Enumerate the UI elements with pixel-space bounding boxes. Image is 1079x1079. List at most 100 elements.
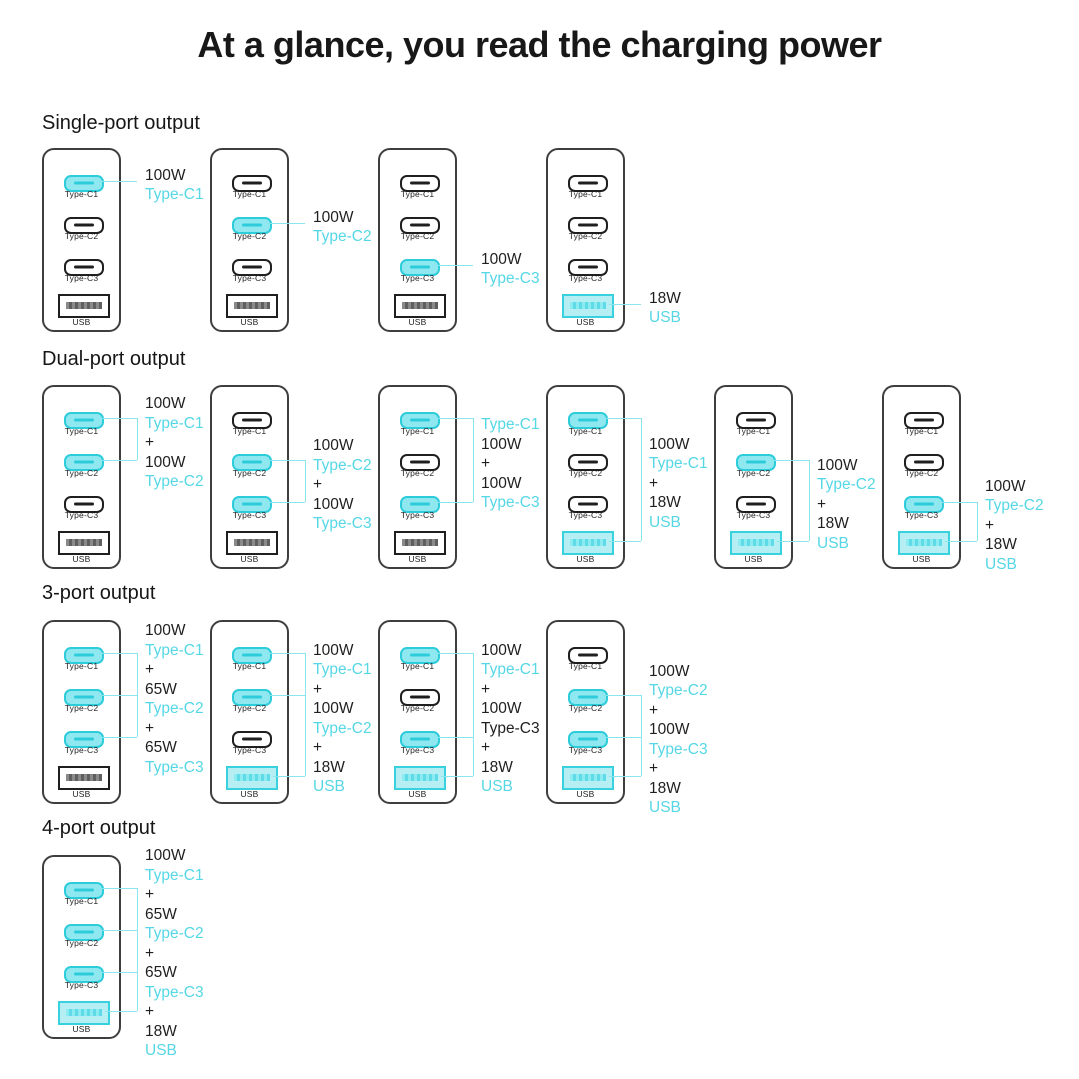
usb-c-icon bbox=[399, 411, 440, 429]
port-label: USB bbox=[72, 789, 91, 799]
usb-c-port-active bbox=[231, 453, 272, 471]
annotation-port-name: Type-C1 bbox=[649, 455, 708, 473]
connector-bracket bbox=[641, 418, 642, 541]
annotation-port-name: Type-C2 bbox=[313, 456, 372, 474]
usb-c-port-active bbox=[231, 216, 272, 234]
usb-c-icon bbox=[735, 411, 776, 429]
usb-c-port-active bbox=[231, 495, 272, 513]
annotation-wattage: 18W bbox=[313, 758, 345, 776]
usb-c-port-active bbox=[63, 730, 104, 748]
port-label: Type-C1 bbox=[400, 189, 435, 199]
usb-c-icon bbox=[63, 881, 104, 899]
port-label: Type-C1 bbox=[568, 661, 603, 671]
usb-c-pin-icon bbox=[73, 223, 94, 227]
usb-a-port bbox=[225, 531, 278, 555]
annotation-wattage: 100W bbox=[145, 453, 186, 471]
usb-c-pin-icon bbox=[577, 737, 598, 741]
annotation-wattage: 100W bbox=[481, 250, 522, 268]
usb-c-icon bbox=[63, 688, 104, 706]
usb-c-pin-icon bbox=[241, 653, 262, 657]
usb-c-pin-icon bbox=[745, 418, 766, 422]
usb-c-pin-icon bbox=[241, 737, 262, 741]
usb-c-port bbox=[567, 453, 608, 471]
connector-line bbox=[99, 736, 137, 738]
port-label: Type-C1 bbox=[232, 189, 267, 199]
usb-c-pin-icon bbox=[73, 418, 94, 422]
port-label: Type-C3 bbox=[64, 510, 99, 520]
usb-c-port bbox=[399, 216, 440, 234]
usb-c-port bbox=[399, 688, 440, 706]
usb-c-port bbox=[567, 258, 608, 276]
usb-c-pin-icon bbox=[73, 265, 94, 269]
usb-a-pin-icon bbox=[905, 539, 942, 546]
annotation-wattage: 100W bbox=[313, 437, 354, 455]
port-label: Type-C3 bbox=[904, 510, 939, 520]
usb-c-pin-icon bbox=[913, 418, 934, 422]
usb-a-pin-icon bbox=[569, 302, 606, 309]
usb-c-icon bbox=[567, 216, 608, 234]
usb-a-icon bbox=[393, 766, 446, 790]
usb-c-pin-icon bbox=[409, 181, 430, 185]
usb-c-port-active bbox=[399, 411, 440, 429]
usb-c-icon bbox=[63, 411, 104, 429]
port-label: USB bbox=[240, 317, 259, 327]
usb-c-pin-icon bbox=[745, 460, 766, 464]
annotation-wattage: + bbox=[145, 719, 155, 737]
usb-c-port bbox=[567, 174, 608, 192]
annotation-wattage: + bbox=[145, 434, 155, 452]
port-label: Type-C1 bbox=[568, 426, 603, 436]
annotation-wattage: + bbox=[145, 1003, 155, 1021]
connector-bracket bbox=[137, 888, 138, 1011]
usb-a-pin-icon bbox=[65, 539, 102, 546]
annotation-port-name: Type-C2 bbox=[313, 719, 372, 737]
usb-c-pin-icon bbox=[577, 223, 598, 227]
usb-a-port-active bbox=[561, 531, 614, 555]
usb-c-port bbox=[231, 258, 272, 276]
usb-a-pin-icon bbox=[65, 302, 102, 309]
annotation-wattage: 18W bbox=[649, 779, 681, 797]
usb-c-pin-icon bbox=[409, 418, 430, 422]
usb-c-icon bbox=[903, 453, 944, 471]
port-label: Type-C2 bbox=[64, 703, 99, 713]
usb-a-icon bbox=[561, 766, 614, 790]
annotation-wattage: + bbox=[481, 739, 491, 756]
connector-line bbox=[273, 775, 305, 777]
port-label: Type-C2 bbox=[568, 231, 603, 241]
annotation-wattage: 100W bbox=[649, 435, 690, 453]
annotation-wattage: 18W bbox=[145, 1022, 177, 1040]
usb-a-port-active bbox=[561, 766, 614, 790]
annotation-wattage: 18W bbox=[985, 536, 1017, 554]
annotation-wattage: 100W bbox=[481, 474, 522, 492]
usb-c-port-active bbox=[63, 646, 104, 664]
connector-line bbox=[609, 775, 641, 777]
usb-a-port-active bbox=[225, 766, 278, 790]
port-label: USB bbox=[240, 789, 259, 799]
usb-c-icon bbox=[63, 495, 104, 513]
annotation-wattage: Type-C3 bbox=[481, 719, 540, 737]
usb-c-icon bbox=[231, 411, 272, 429]
connector-line bbox=[99, 971, 137, 973]
usb-a-pin-icon bbox=[401, 302, 438, 309]
port-label: Type-C3 bbox=[400, 510, 435, 520]
usb-c-pin-icon bbox=[577, 653, 598, 657]
annotation-wattage: 100W bbox=[985, 477, 1026, 495]
port-label: Type-C1 bbox=[232, 426, 267, 436]
annotation-wattage: 18W bbox=[481, 758, 513, 776]
usb-a-icon bbox=[225, 531, 278, 555]
port-label: Type-C1 bbox=[232, 661, 267, 671]
port-label: USB bbox=[576, 789, 595, 799]
usb-c-icon bbox=[735, 453, 776, 471]
connector-bracket bbox=[473, 653, 474, 776]
usb-c-icon bbox=[567, 688, 608, 706]
connector-line bbox=[603, 694, 641, 696]
usb-a-icon bbox=[897, 531, 950, 555]
usb-a-port bbox=[57, 766, 110, 790]
port-label: Type-C1 bbox=[568, 189, 603, 199]
connector-line bbox=[99, 887, 137, 889]
